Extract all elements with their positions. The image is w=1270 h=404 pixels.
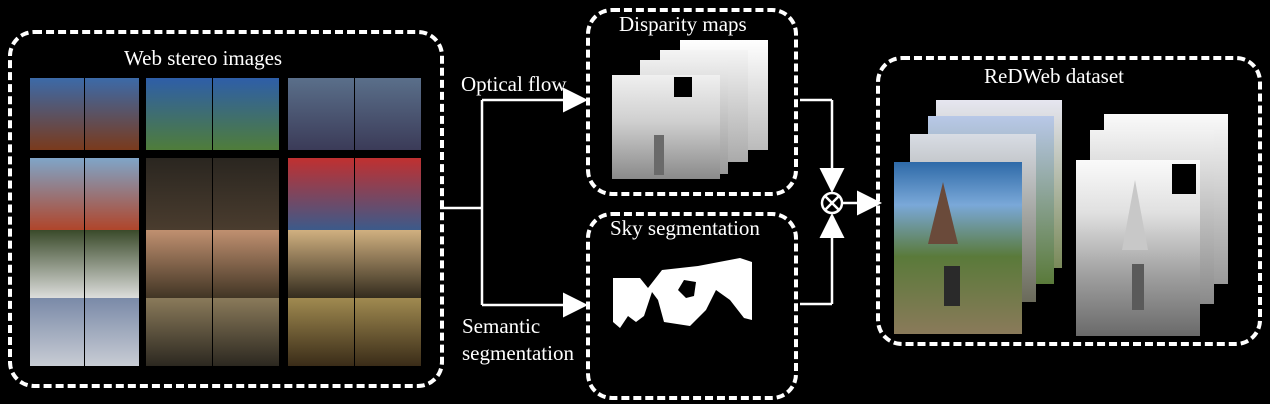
depth-map-front bbox=[1076, 160, 1200, 336]
stereo-pair-thumbnail bbox=[146, 230, 279, 302]
disparity-maps-panel bbox=[586, 8, 798, 196]
stereo-pair-thumbnail bbox=[288, 78, 421, 150]
stereo-pair-thumbnail bbox=[30, 158, 139, 230]
redweb-dataset-title: ReDWeb dataset bbox=[984, 64, 1125, 88]
stereo-pair-thumbnail bbox=[30, 298, 139, 366]
multiply-operator-icon bbox=[820, 191, 844, 215]
semantic-segmentation-label: Semantic segmentation bbox=[462, 314, 574, 365]
rgb-image-front bbox=[894, 162, 1022, 334]
stereo-pair-thumbnail bbox=[146, 298, 279, 366]
redweb-dataset-panel bbox=[876, 56, 1262, 346]
web-stereo-panel bbox=[8, 30, 444, 388]
sky-segmentation-title: Sky segmentation bbox=[610, 216, 760, 240]
stereo-pair-thumbnail bbox=[288, 158, 421, 230]
optical-flow-label: Optical flow bbox=[461, 72, 567, 96]
disparity-maps-title: Disparity maps bbox=[619, 12, 747, 36]
stereo-pair-thumbnail bbox=[146, 158, 279, 230]
stereo-pair-thumbnail bbox=[146, 78, 279, 150]
stereo-pair-thumbnail bbox=[30, 78, 139, 150]
disparity-map-front bbox=[612, 75, 720, 179]
web-stereo-title: Web stereo images bbox=[124, 46, 283, 70]
stereo-pair-thumbnail bbox=[288, 298, 421, 366]
sky-segmentation-panel bbox=[586, 212, 798, 400]
stereo-pair-thumbnail bbox=[288, 230, 421, 302]
stereo-pair-thumbnail bbox=[30, 230, 139, 302]
